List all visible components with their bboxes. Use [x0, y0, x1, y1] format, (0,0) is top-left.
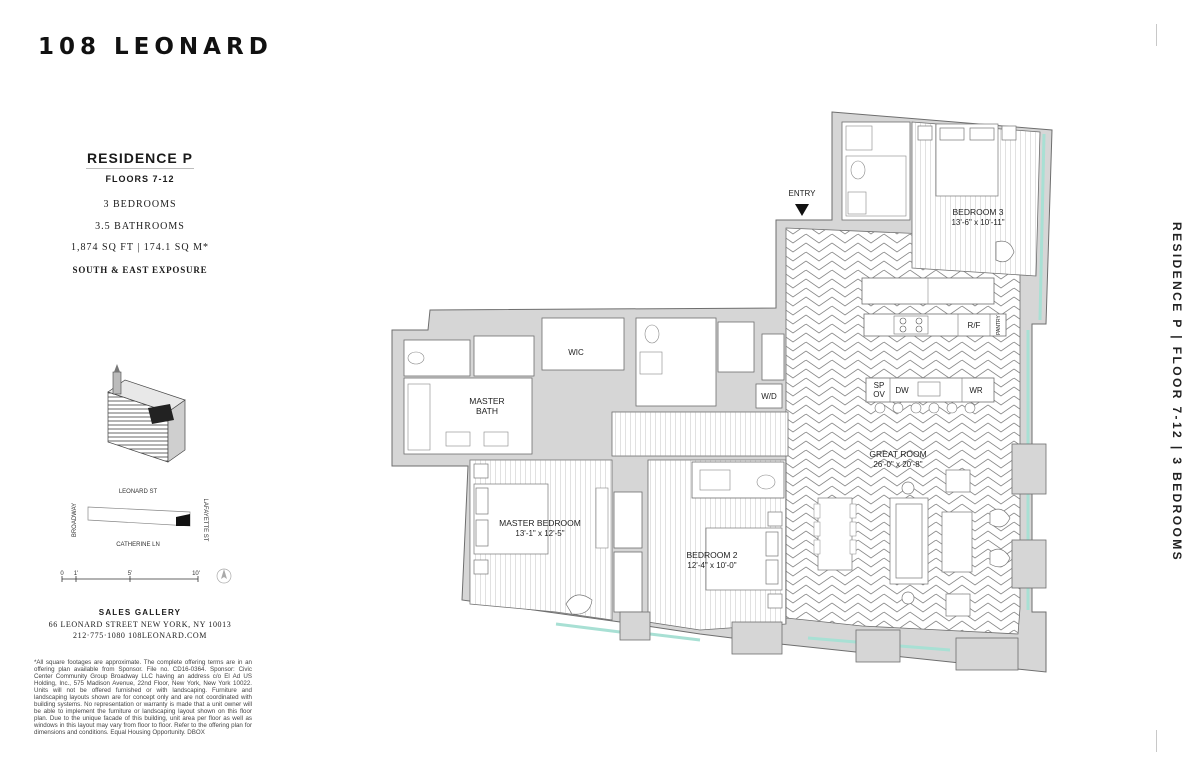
residence-name: RESIDENCE P	[87, 150, 193, 166]
master-bath-label-2: BATH	[476, 406, 498, 416]
scale-tick-0: 0	[60, 571, 64, 577]
unit-location-marker	[176, 514, 190, 526]
bedroom3-dims: 13'-6" x 10'-11"	[951, 218, 1004, 227]
washer-dryer-label: W/D	[761, 392, 777, 401]
laundry	[755, 383, 783, 409]
residence-area: 1,874 SQ FT | 174.1 SQ M*	[71, 242, 209, 253]
dining-table	[813, 497, 857, 571]
residence-bedrooms: 3 BEDROOMS	[103, 199, 177, 210]
living-furniture	[889, 469, 1011, 617]
master-bed	[473, 463, 593, 615]
scale-tick-10: 10'	[192, 571, 200, 577]
speed-oven-ov-label: OV	[873, 390, 885, 399]
island-stools	[874, 402, 976, 414]
scale-tick-5: 5'	[128, 571, 132, 577]
bedroom2-name: BEDROOM 2	[686, 550, 737, 560]
wine-refrigerator-label: WR	[969, 386, 983, 395]
dishwasher-label: DW	[895, 386, 909, 395]
gallery-address: 66 LEONARD STREET NEW YORK, NY 10013	[48, 620, 232, 629]
top-divider	[1156, 24, 1157, 46]
bedroom3-name: BEDROOM 3	[952, 207, 1003, 217]
pantry-label: PANTRY	[996, 314, 1002, 334]
site-key-plan: LEONARD ST CATHERINE LN BROADWAY LAFAYET…	[72, 489, 208, 548]
key-street-north: LEONARD ST	[119, 489, 158, 495]
great-room-dims: 26'-0" x 20'-8"	[873, 460, 922, 469]
walk-in-closet	[541, 317, 625, 371]
key-street-east: LAFAYETTE ST	[202, 499, 208, 542]
key-street-west: BROADWAY	[72, 503, 78, 537]
entry-label: ENTRY	[789, 189, 817, 198]
scale-tick-1: 1'	[74, 571, 78, 577]
bottom-divider	[1156, 730, 1157, 752]
building-isometric-icon	[107, 364, 186, 463]
gallery-contact: 212·775·1080 108LEONARD.COM	[73, 631, 207, 640]
floor-plan: R/F PANTRY SP OV DW WR	[391, 111, 1053, 673]
facade-piers	[619, 443, 1047, 671]
entry-arrow-icon	[795, 204, 809, 216]
refrigerator-label: R/F	[968, 321, 981, 330]
kitchen-counter	[863, 313, 1007, 337]
gallery-title: SALES GALLERY	[98, 608, 182, 617]
master-bath-label-1: MASTER	[469, 396, 504, 406]
north-arrow-icon	[216, 568, 232, 584]
master-bedroom-name: MASTER BEDROOM	[499, 518, 581, 528]
key-street-south: CATHERINE LN	[116, 542, 160, 548]
brand-logo: 108 LEONARD	[38, 34, 273, 60]
residence-name-rule	[86, 168, 194, 169]
master-bedroom-dims: 13'-1" x 12'-5"	[515, 529, 564, 538]
bedroom2-bed	[705, 511, 783, 609]
great-room-name: GREAT ROOM	[869, 449, 926, 459]
speed-oven-sp-label: SP	[874, 381, 885, 390]
residence-floors: FLOORS 7-12	[105, 174, 175, 184]
bedroom3-bed	[917, 123, 1017, 263]
disclaimer: *All square footages are approximate. Th…	[34, 659, 252, 736]
residence-bathrooms: 3.5 BATHROOMS	[95, 221, 185, 232]
residence-exposure: SOUTH & EAST EXPOSURE	[72, 265, 208, 275]
bedroom2-dims: 12'-4" x 10'-0"	[687, 561, 736, 570]
scale-bar: 0 1' 5' 10'	[60, 568, 232, 584]
wic-label: WIC	[568, 348, 584, 357]
